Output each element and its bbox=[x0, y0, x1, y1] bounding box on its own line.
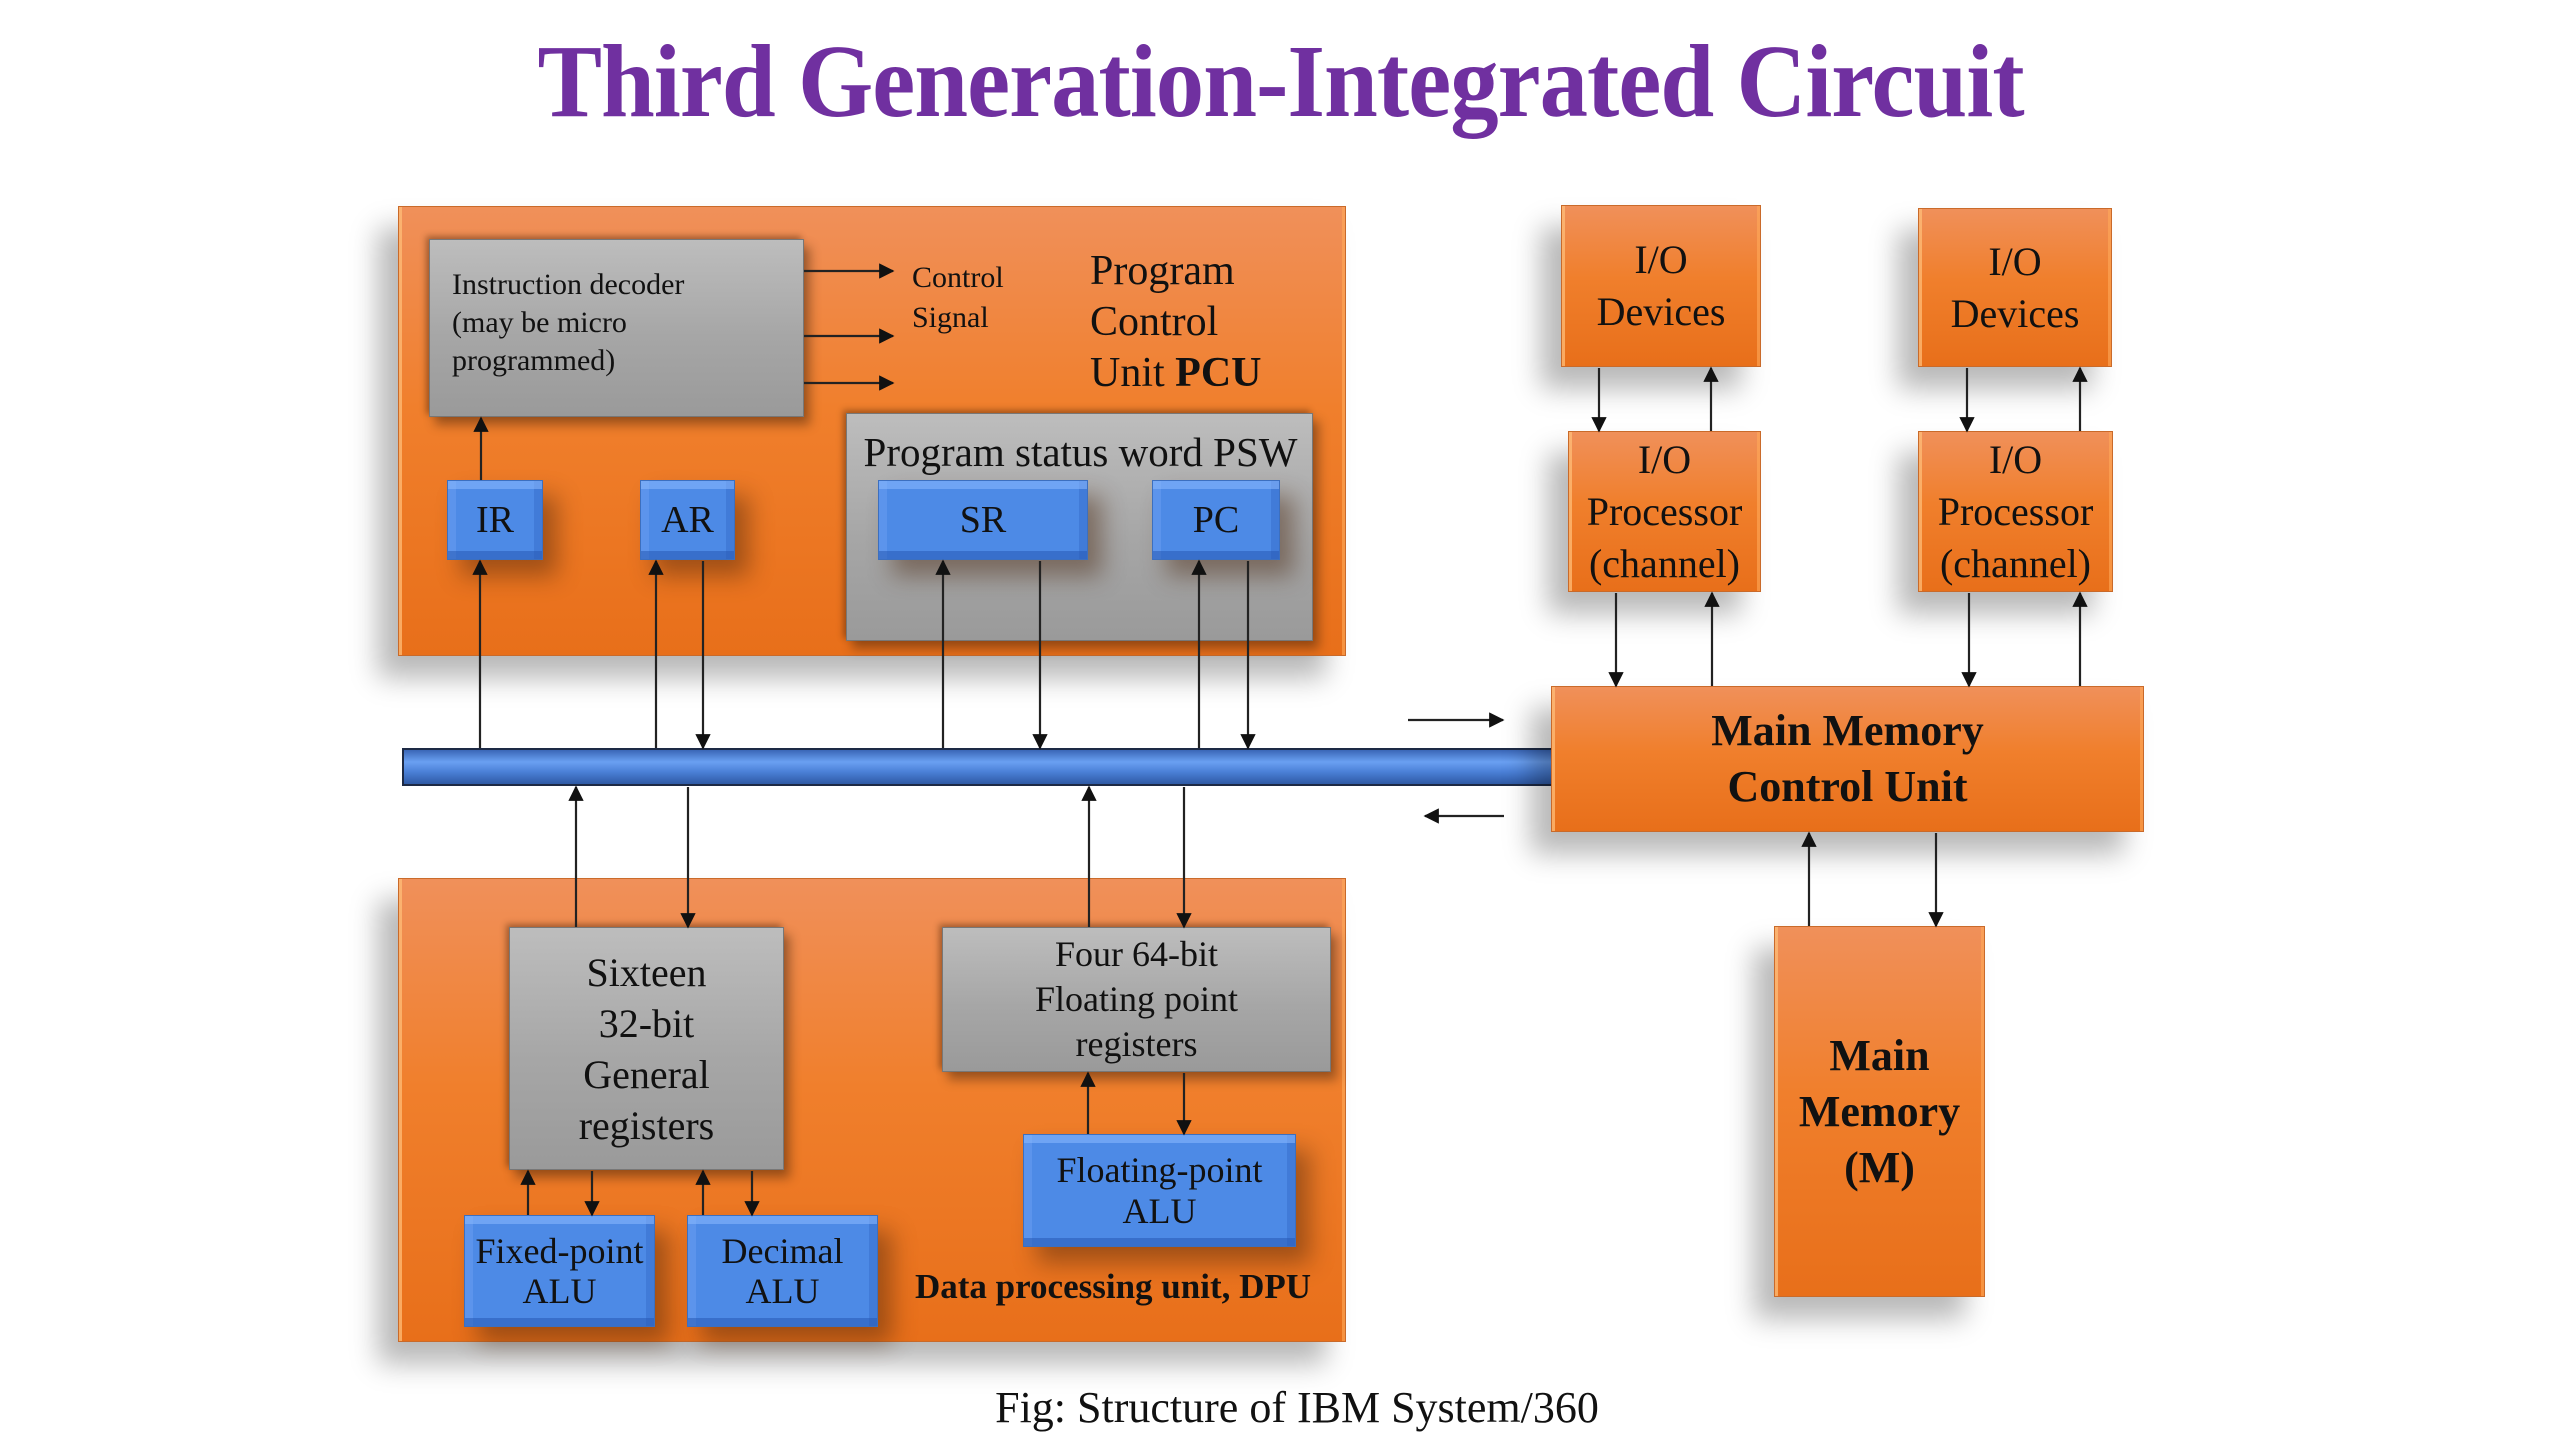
main-memory-line: Main bbox=[1829, 1030, 1930, 1080]
general-registers-line: General bbox=[583, 1051, 710, 1097]
pcu-label-line: Program bbox=[1090, 248, 1235, 294]
io-devices-line: I/O bbox=[1988, 238, 2042, 284]
pc-label: PC bbox=[1192, 498, 1240, 541]
instruction-decoder: Instruction decoder (may be micro progra… bbox=[429, 239, 804, 417]
figure-caption: Fig: Structure of IBM System/360 bbox=[995, 1383, 1599, 1432]
slide-title: Third Generation-Integrated Circuit bbox=[537, 24, 2024, 139]
decimal-alu-line: Decimal bbox=[721, 1230, 844, 1271]
float-alu-line: ALU bbox=[1122, 1190, 1197, 1231]
pcu-label-line: Unit bbox=[1090, 350, 1176, 396]
io-processor-line: I/O bbox=[1988, 436, 2043, 482]
fixed-alu-line: Fixed-point bbox=[475, 1230, 644, 1271]
control-signal-label: Control Signal bbox=[912, 258, 1004, 338]
pcu-label-abbrev: PCU bbox=[1175, 350, 1262, 396]
io-devices-2: I/O Devices bbox=[1918, 208, 2112, 367]
general-registers: Sixteen 32-bit General registers bbox=[509, 927, 784, 1170]
main-memory-line: (M) bbox=[1844, 1142, 1915, 1192]
decimal-alu-line: ALU bbox=[745, 1271, 820, 1311]
decimal-alu: Decimal ALU bbox=[687, 1215, 878, 1327]
pc-register: PC bbox=[1152, 480, 1280, 560]
float-registers-line: Floating point bbox=[1034, 979, 1238, 1019]
io-processor-line: Processor bbox=[1937, 488, 2094, 534]
ar-label: AR bbox=[661, 498, 714, 541]
io-devices-1: I/O Devices bbox=[1561, 205, 1761, 367]
sr-label: SR bbox=[959, 498, 1007, 541]
io-processor-1: I/O Processor (channel) bbox=[1568, 431, 1761, 592]
floating-point-registers: Four 64-bit Floating point registers bbox=[942, 927, 1331, 1072]
io-devices-line: I/O bbox=[1634, 237, 1688, 282]
io-processor-line: (channel) bbox=[1588, 540, 1740, 586]
pcu-label: Program Control Unit PCU bbox=[1090, 246, 1262, 399]
system-bus bbox=[402, 748, 1554, 786]
io-processor-line: Processor bbox=[1586, 488, 1743, 534]
io-processor-line: (channel) bbox=[1939, 540, 2091, 586]
main-memory: Main Memory (M) bbox=[1774, 926, 1985, 1297]
fixed-alu-line: ALU bbox=[522, 1271, 597, 1311]
mmcu-line: Main Memory bbox=[1711, 706, 1984, 755]
float-registers-line: Four 64-bit bbox=[1054, 934, 1218, 974]
instruction-decoder-line: Instruction decoder bbox=[452, 268, 685, 301]
io-processor-2: I/O Processor (channel) bbox=[1918, 431, 2113, 592]
io-devices-line: Devices bbox=[1950, 290, 2080, 336]
general-registers-line: Sixteen bbox=[586, 949, 707, 995]
mmcu-line: Control Unit bbox=[1727, 762, 1968, 811]
control-signal-line: Signal bbox=[912, 301, 989, 334]
ir-register: IR bbox=[447, 480, 543, 560]
pcu-label-line: Control bbox=[1090, 299, 1219, 345]
ir-label: IR bbox=[476, 498, 514, 541]
io-devices-line: Devices bbox=[1596, 289, 1726, 334]
control-signal-line: Control bbox=[912, 261, 1004, 294]
general-registers-line: 32-bit bbox=[598, 1000, 695, 1046]
floating-point-alu: Floating-point ALU bbox=[1023, 1134, 1296, 1247]
instruction-decoder-line: programmed) bbox=[452, 344, 616, 377]
sr-register: SR bbox=[878, 480, 1088, 560]
dpu-label: Data processing unit, DPU bbox=[915, 1267, 1312, 1306]
fixed-point-alu: Fixed-point ALU bbox=[464, 1215, 655, 1327]
ar-register: AR bbox=[640, 480, 735, 560]
float-alu-line: Floating-point bbox=[1056, 1150, 1263, 1191]
float-registers-line: registers bbox=[1075, 1024, 1198, 1064]
io-processor-line: I/O bbox=[1637, 436, 1692, 482]
main-memory-line: Memory bbox=[1798, 1086, 1961, 1136]
psw-label: Program status word PSW bbox=[863, 429, 1298, 475]
instruction-decoder-line: (may be micro bbox=[452, 306, 627, 339]
main-memory-control-unit: Main Memory Control Unit bbox=[1551, 686, 2144, 832]
general-registers-line: registers bbox=[578, 1102, 715, 1148]
